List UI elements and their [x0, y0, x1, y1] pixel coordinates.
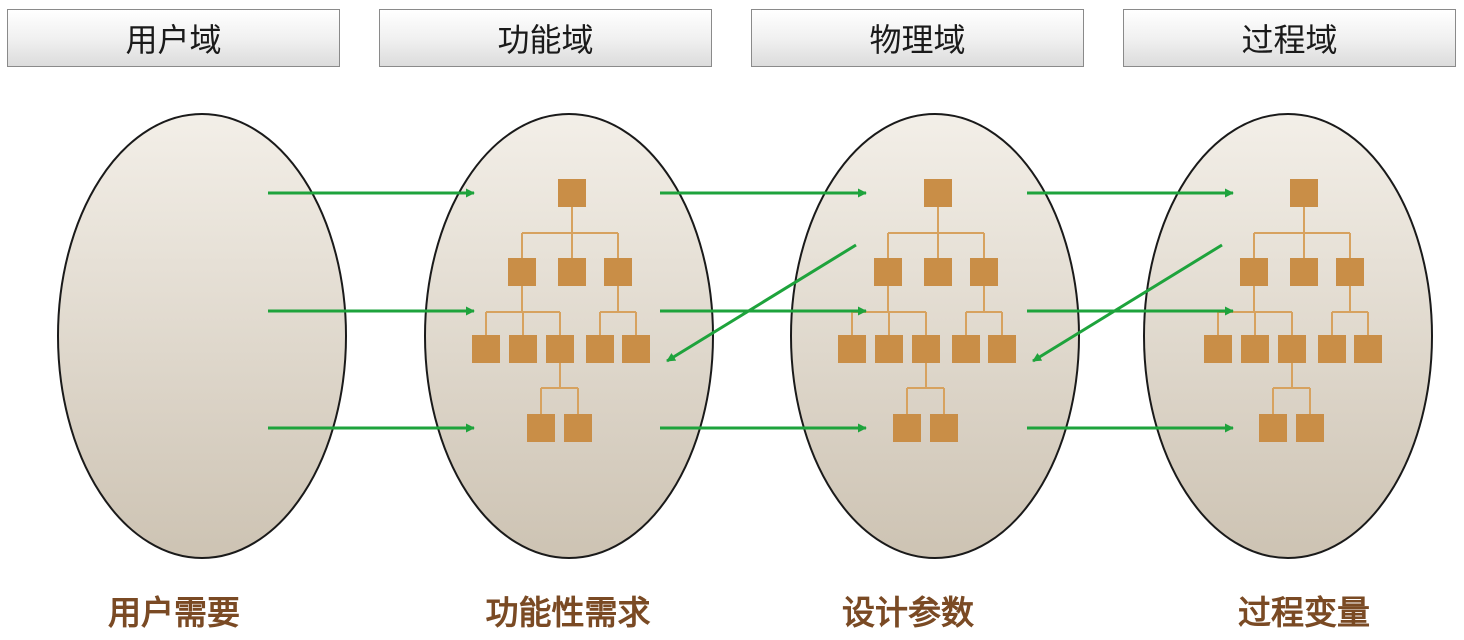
tree-node [924, 179, 952, 207]
header-user-domain: 用户域 [7, 9, 340, 67]
tree-node [875, 335, 903, 363]
hierarchy-tree-2 [838, 179, 1016, 442]
arrow-process-feedback [1032, 243, 1223, 363]
caption-process-variables: 过程变量 [1238, 593, 1370, 632]
tree-node [1241, 335, 1269, 363]
tree-node [1240, 258, 1268, 286]
header-physical-domain: 物理域 [751, 9, 1084, 67]
tree-node [893, 414, 921, 442]
tree-node [874, 258, 902, 286]
tree-node [838, 335, 866, 363]
tree-node [622, 335, 650, 363]
tree-node [952, 335, 980, 363]
tree-node [558, 258, 586, 286]
caption-design-parameters: 设计参数 [842, 593, 974, 632]
tree-node [508, 258, 536, 286]
tree-node [1204, 335, 1232, 363]
tree-node [1354, 335, 1382, 363]
header-process-domain: 过程域 [1123, 9, 1456, 67]
caption-user-needs: 用户需要 [108, 593, 240, 632]
tree-node [1336, 258, 1364, 286]
hierarchy-tree-3 [1204, 179, 1382, 442]
tree-node [930, 414, 958, 442]
tree-node [1318, 335, 1346, 363]
tree-node [527, 414, 555, 442]
ellipse-user-domain [57, 113, 347, 559]
tree-node [970, 258, 998, 286]
tree-node [1296, 414, 1324, 442]
header-function-domain: 功能域 [379, 9, 712, 67]
tree-node [509, 335, 537, 363]
tree-node [546, 335, 574, 363]
tree-node [1278, 335, 1306, 363]
tree-node [912, 335, 940, 363]
tree-node [924, 258, 952, 286]
tree-node [604, 258, 632, 286]
caption-functional-requirements: 功能性需求 [485, 593, 651, 632]
hierarchy-tree-1 [472, 179, 650, 442]
tree-node [988, 335, 1016, 363]
tree-node [558, 179, 586, 207]
tree-node [1259, 414, 1287, 442]
tree-node [472, 335, 500, 363]
tree-node [1290, 179, 1318, 207]
tree-node [1290, 258, 1318, 286]
tree-node [586, 335, 614, 363]
arrow-physical-feedback [666, 243, 857, 363]
tree-node [564, 414, 592, 442]
